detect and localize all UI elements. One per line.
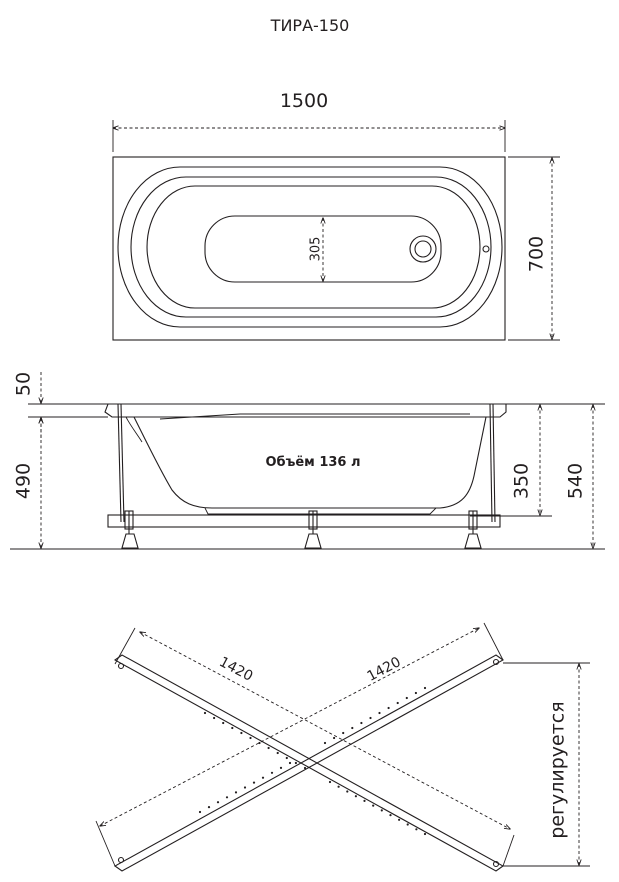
tub-rim-profile bbox=[104, 403, 507, 418]
total-height-label: 540 bbox=[565, 463, 587, 499]
bottom-width-label: 305 bbox=[309, 237, 324, 262]
rim-contour bbox=[117, 166, 503, 328]
adjustment-hole-icon bbox=[387, 706, 390, 710]
adjustment-hole-icon bbox=[258, 741, 261, 745]
adjustment-hole-icon bbox=[369, 716, 372, 720]
extension-line bbox=[502, 834, 515, 867]
frame-beam-b bbox=[113, 654, 505, 872]
adjustment-hole-icon bbox=[328, 780, 332, 784]
frame-beam-a bbox=[113, 654, 505, 872]
tub-body-profile bbox=[133, 416, 487, 509]
adjustment-hole-icon bbox=[380, 809, 383, 812]
rim-height-label: 50 bbox=[13, 372, 35, 396]
adjustment-hole-icon bbox=[342, 731, 345, 735]
adjustment-hole-icon bbox=[337, 785, 340, 788]
adjustment-hole-icon bbox=[261, 776, 265, 779]
volume-label: Объём 136 л bbox=[265, 455, 360, 470]
adjustment-hole-icon bbox=[213, 716, 216, 720]
width-label: 700 bbox=[526, 236, 548, 272]
support-leg-left bbox=[117, 403, 139, 549]
adjustment-hole-icon bbox=[270, 771, 274, 774]
adjustment-hole-icon bbox=[406, 823, 409, 826]
adjustment-hole-icon bbox=[222, 721, 225, 725]
beam-b-length-label: 1420 bbox=[365, 654, 404, 685]
adjustment-hole-icon bbox=[216, 801, 220, 804]
extension-line bbox=[483, 622, 504, 661]
top-view: 1500 305 700 bbox=[112, 90, 560, 341]
rim-inner-contour bbox=[130, 176, 492, 318]
basin-contour bbox=[146, 185, 481, 309]
adjustment-hole-icon bbox=[423, 686, 427, 690]
adjustment-hole-icon bbox=[396, 701, 399, 705]
adjustment-hole-icon bbox=[252, 781, 256, 784]
adjustable-label: регулируется bbox=[547, 701, 569, 838]
extension-line bbox=[95, 820, 116, 867]
adjustment-hole-icon bbox=[279, 766, 283, 770]
adjustment-hole-icon bbox=[234, 791, 238, 794]
tub-body-profile bbox=[204, 507, 437, 515]
side-view: 50 490 350 540 Объём 136 л bbox=[10, 372, 605, 550]
adjustment-hole-icon bbox=[207, 806, 211, 809]
depth-label: 350 bbox=[511, 463, 533, 499]
drain-hole-icon bbox=[414, 240, 432, 258]
adjustment-hole-icon bbox=[243, 786, 247, 789]
adjustment-hole-icon bbox=[405, 696, 408, 700]
adjustment-hole-icon bbox=[231, 726, 234, 730]
adjustment-hole-icon bbox=[398, 818, 401, 821]
adjustment-hole-icon bbox=[323, 741, 327, 745]
adjustment-hole-icon bbox=[351, 726, 354, 730]
basin-bottom bbox=[204, 215, 442, 283]
support-leg-middle bbox=[304, 510, 322, 549]
beam-a-dimension bbox=[140, 632, 510, 829]
adjustment-hole-icon bbox=[276, 751, 279, 755]
adjustment-hole-icon bbox=[225, 796, 229, 799]
beam-b-dimension bbox=[100, 628, 479, 826]
tub-body-profile bbox=[125, 416, 143, 443]
adjustment-hole-icon bbox=[415, 828, 418, 831]
leg-height-label: 490 bbox=[13, 463, 35, 499]
overflow-icon bbox=[482, 245, 490, 253]
frame-view: 1420 1420 регулируется bbox=[95, 622, 590, 872]
length-label: 1500 bbox=[280, 90, 328, 112]
adjustment-hole-icon bbox=[294, 761, 297, 765]
adjustment-hole-icon bbox=[423, 832, 427, 836]
mount-hole-icon bbox=[117, 662, 125, 670]
adjustment-hole-icon bbox=[198, 810, 202, 814]
adjustment-hole-icon bbox=[363, 799, 366, 803]
model-title: ТИРА-150 bbox=[270, 16, 350, 35]
tub-outline bbox=[112, 156, 506, 341]
adjustment-hole-icon bbox=[372, 804, 375, 807]
adjustment-hole-icon bbox=[389, 814, 392, 817]
mount-hole-icon bbox=[492, 860, 500, 868]
adjustment-hole-icon bbox=[285, 756, 288, 760]
adjustment-hole-icon bbox=[354, 795, 357, 798]
extension-line bbox=[114, 627, 136, 665]
beam-a-length-label: 1420 bbox=[216, 654, 255, 685]
adjustment-hole-icon bbox=[414, 691, 417, 695]
adjustment-hole-icon bbox=[203, 711, 207, 715]
tub-body-profile bbox=[159, 413, 470, 420]
drain-outer bbox=[409, 235, 437, 263]
adjustment-hole-icon bbox=[240, 731, 243, 735]
mount-hole-icon bbox=[117, 856, 125, 864]
adjustment-hole-icon bbox=[346, 790, 349, 793]
adjustment-hole-icon bbox=[333, 736, 336, 740]
support-leg-right bbox=[464, 403, 496, 549]
adjustment-hole-icon bbox=[249, 736, 252, 740]
adjustment-hole-icon bbox=[288, 761, 292, 765]
adjustment-hole-icon bbox=[267, 746, 270, 750]
adjustment-hole-icon bbox=[303, 766, 307, 770]
adjustment-hole-icon bbox=[378, 711, 381, 715]
support-frame-beam bbox=[107, 514, 501, 528]
adjustment-hole-icon bbox=[360, 721, 363, 725]
